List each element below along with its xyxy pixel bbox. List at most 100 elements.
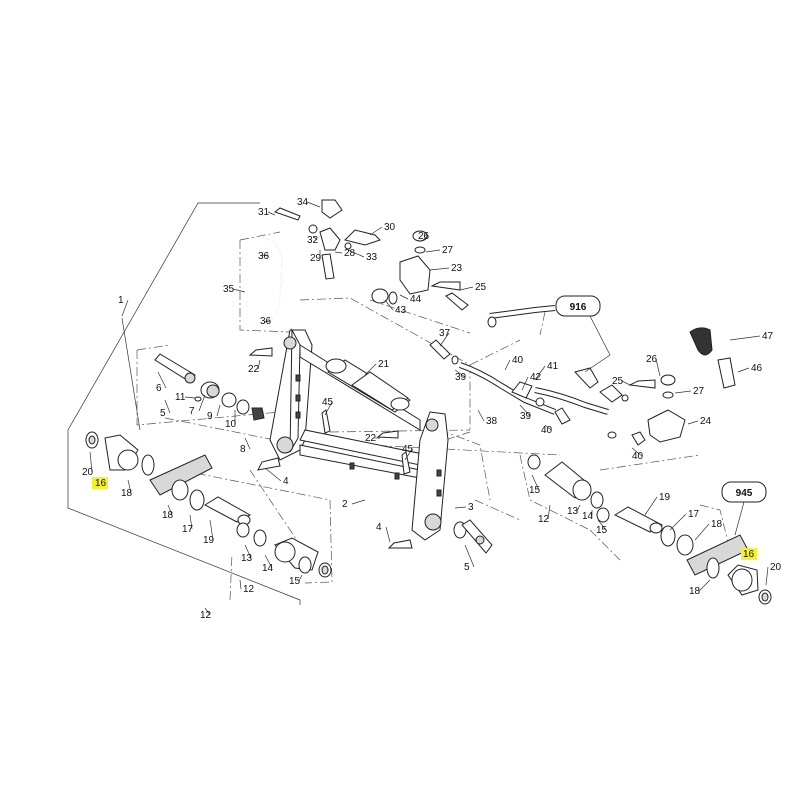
callout-label-8: 8 <box>240 444 246 455</box>
callout-label-5: 5 <box>464 562 470 573</box>
callout-label-20: 20 <box>82 467 94 478</box>
callout-leader-46 <box>737 367 750 373</box>
callout-label-34: 34 <box>297 197 309 208</box>
callout-leader-18 <box>694 523 710 541</box>
callout-label-39: 39 <box>455 372 467 383</box>
callout-label-36: 36 <box>260 316 272 327</box>
right-fittings <box>607 327 736 446</box>
callout-label-32: 32 <box>307 235 319 246</box>
callout-label-18: 18 <box>162 510 174 521</box>
callout-leader-40 <box>544 424 552 431</box>
callout-label-13: 13 <box>567 506 579 517</box>
callout-label-23: 23 <box>451 263 463 274</box>
callout-leader-22 <box>257 359 261 370</box>
callout-leader-18 <box>127 479 132 494</box>
callout-label-47: 47 <box>762 331 774 342</box>
callout-leader-28 <box>334 251 343 254</box>
main-frame <box>269 328 449 541</box>
callout-leader-43 <box>384 299 394 311</box>
callout-label-45: 45 <box>402 444 414 455</box>
callout-leader-17 <box>669 513 687 531</box>
callout-leader-21 <box>364 363 377 376</box>
callout-leader-39 <box>454 369 466 378</box>
callout-label-10: 10 <box>225 419 237 430</box>
callout-label-5: 5 <box>160 408 166 419</box>
callout-label-28: 28 <box>344 248 356 259</box>
callout-leader-45 <box>324 401 333 416</box>
callout-label-2: 2 <box>342 499 348 510</box>
left-bottom-shaft-assembly <box>236 522 332 578</box>
callout-leader-6 <box>157 371 167 389</box>
callout-label-43: 43 <box>395 305 407 316</box>
callout-leader-47 <box>729 335 761 341</box>
bolts <box>248 347 413 549</box>
left-lower-assembly <box>85 431 252 526</box>
callout-label-26: 26 <box>646 354 658 365</box>
callout-label-12: 12 <box>200 610 212 621</box>
callout-leader-25 <box>621 380 631 386</box>
callout-label-4: 4 <box>283 476 289 487</box>
callout-leader-35 <box>232 288 246 293</box>
callout-leader-36 <box>261 254 269 257</box>
highlighted-label-16: 16 <box>95 478 107 489</box>
callout-label-21: 21 <box>378 359 390 370</box>
callout-leader-2 <box>351 499 366 505</box>
callout-leader-26 <box>422 235 429 241</box>
callout-label-31: 31 <box>258 207 270 218</box>
callout-label-18: 18 <box>711 519 723 530</box>
callout-leader-33 <box>347 249 365 258</box>
reference-label-945: 945 <box>736 488 753 499</box>
callout-label-40: 40 <box>632 451 644 462</box>
callout-leader-25 <box>459 286 474 291</box>
callout-leader-24 <box>687 420 699 425</box>
callout-label-11: 11 <box>175 392 186 403</box>
callout-label-33: 33 <box>366 252 378 263</box>
callout-leader-32 <box>312 235 318 241</box>
callout-leader-8 <box>244 437 251 450</box>
callout-label-37: 37 <box>439 328 451 339</box>
callout-leader-20 <box>765 566 769 586</box>
callout-label-9: 9 <box>207 411 213 422</box>
callout-label-26: 26 <box>418 231 430 242</box>
callout-label-17: 17 <box>182 524 194 535</box>
callout-leader-30 <box>369 226 383 236</box>
callout-leader-41 <box>534 365 546 381</box>
callout-leader-12 <box>547 504 551 520</box>
callout-leader-4 <box>264 467 282 482</box>
callout-label-30: 30 <box>384 222 396 233</box>
callout-leader-11 <box>184 396 196 399</box>
callout-label-40: 40 <box>512 355 524 366</box>
callout-label-20: 20 <box>770 562 782 573</box>
callout-leader-19 <box>644 496 658 516</box>
callout-label-13: 13 <box>241 553 253 564</box>
callout-label-15: 15 <box>289 576 301 587</box>
callout-label-19: 19 <box>659 492 671 503</box>
callout-leader-1 <box>121 299 129 317</box>
callout-leader-40 <box>504 359 511 371</box>
callout-leader-15 <box>531 474 540 491</box>
callout-leader-5 <box>164 399 171 414</box>
callout-label-12: 12 <box>243 584 255 595</box>
left-upper-shaft-assembly <box>154 353 265 421</box>
callout-leader-13 <box>244 544 252 559</box>
callout-label-35: 35 <box>223 284 235 295</box>
callout-label-12: 12 <box>538 514 550 525</box>
highlight-right-16 <box>741 548 757 560</box>
right-middle-assembly <box>527 454 749 576</box>
callout-label-14: 14 <box>582 511 594 522</box>
callout-label-6: 6 <box>156 383 162 394</box>
callout-leader-15 <box>298 574 303 582</box>
callout-label-18: 18 <box>121 488 133 499</box>
callout-label-14: 14 <box>262 563 274 574</box>
hydraulic-hoses <box>429 305 629 425</box>
right-lower-assembly <box>706 557 772 605</box>
callout-label-40: 40 <box>541 425 553 436</box>
callout-label-38: 38 <box>486 416 498 427</box>
callout-label-15: 15 <box>596 525 608 536</box>
callout-leader-12 <box>239 579 242 590</box>
callout-leader-7 <box>198 394 206 412</box>
callout-leader-12 <box>204 607 211 616</box>
